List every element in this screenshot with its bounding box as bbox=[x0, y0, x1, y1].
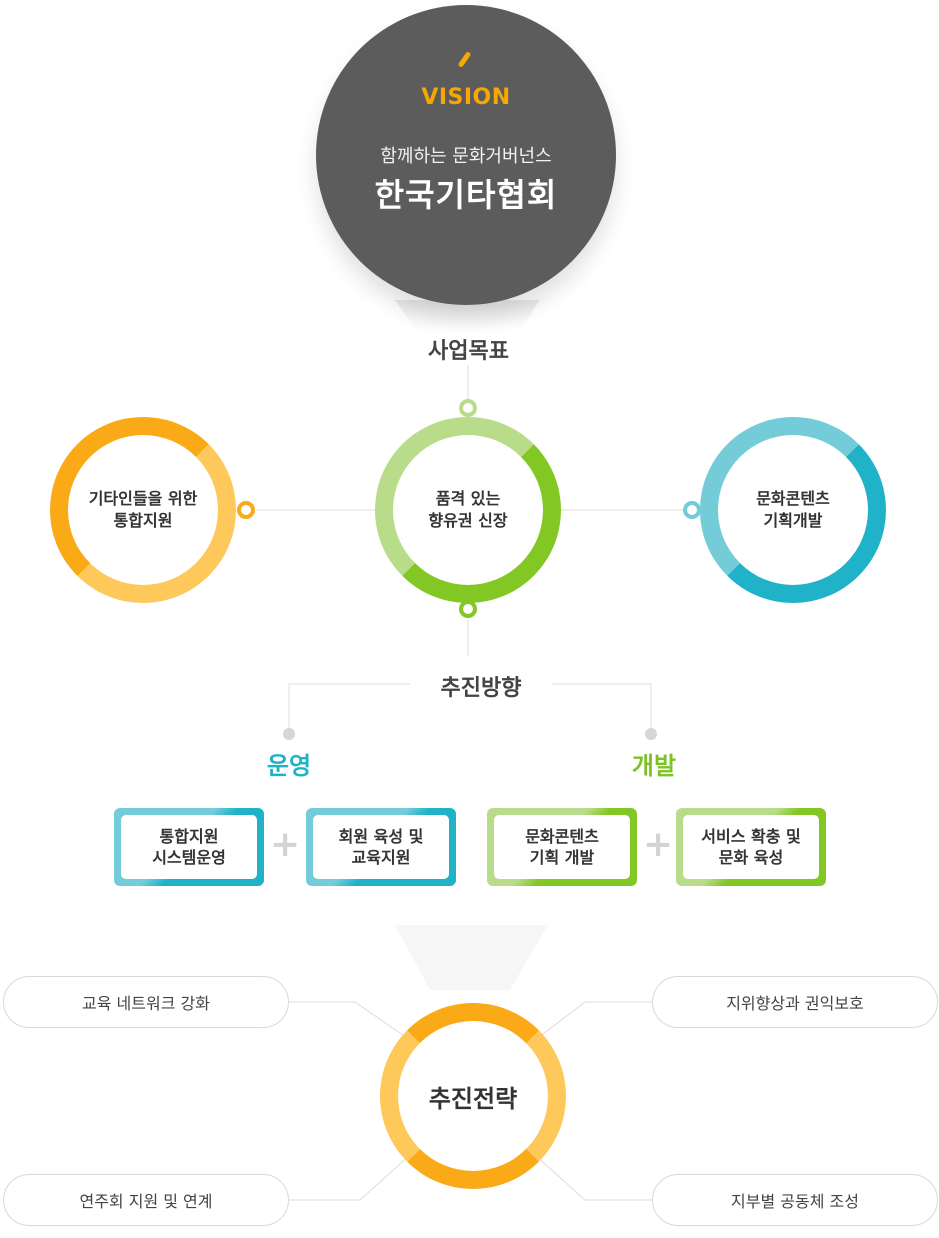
direction-dot-right bbox=[645, 728, 657, 740]
direction-label-development: 개발 bbox=[631, 752, 677, 780]
strategy-line-top-right bbox=[534, 1001, 652, 1041]
strategy-item-branch-community: 지부별 공동체 조성 bbox=[652, 1174, 938, 1226]
vision-title: 한국기타협회 bbox=[374, 176, 558, 214]
strategy-item-status-rights: 지위향상과 권익보호 bbox=[652, 976, 938, 1028]
plus-icon-operation: + bbox=[270, 824, 301, 865]
directions-heading: 추진방향 bbox=[410, 670, 552, 702]
direction-box-content-planning: 문화콘텐츠 기획 개발 bbox=[487, 808, 637, 886]
vision-shadow-cone bbox=[395, 300, 540, 330]
direction-box-service-expansion: 서비스 확충 및 문화 육성 bbox=[676, 808, 826, 886]
direction-right-bracket bbox=[528, 683, 652, 730]
direction-label-operation: 운영 bbox=[266, 752, 312, 780]
goal-knob-bottom bbox=[459, 600, 477, 618]
vision-label: VISION bbox=[421, 85, 511, 110]
strategy-shadow-cone bbox=[395, 925, 548, 990]
direction-box-content-planning-text: 문화콘텐츠 기획 개발 bbox=[494, 815, 630, 879]
direction-box-member-education-text: 회원 육성 및 교육지원 bbox=[313, 815, 449, 879]
goal-knob-content bbox=[683, 501, 701, 519]
direction-left-bracket bbox=[288, 683, 410, 730]
goal-circle-content: 문화콘텐츠 기획개발 bbox=[700, 417, 886, 603]
strategy-title: 추진전략 bbox=[398, 1021, 548, 1171]
goal-circle-culture-rights: 품격 있는 향유권 신장 bbox=[375, 417, 561, 603]
direction-box-member-education: 회원 육성 및 교육지원 bbox=[306, 808, 456, 886]
direction-box-integrated-system-text: 통합지원 시스템운영 bbox=[121, 815, 257, 879]
strategy-line-bottom-right bbox=[534, 1154, 652, 1201]
goal-circle-support-text: 기타인들을 위한 통합지원 bbox=[68, 435, 218, 585]
goal-circle-content-text: 문화콘텐츠 기획개발 bbox=[718, 435, 868, 585]
strategy-item-education-network: 교육 네트워크 강화 bbox=[3, 976, 289, 1028]
strategy-line-top-left bbox=[288, 1001, 411, 1041]
vision-accent-mark bbox=[457, 51, 472, 68]
direction-box-integrated-system: 통합지원 시스템운영 bbox=[114, 808, 264, 886]
goal-knob-support bbox=[237, 501, 255, 519]
vision-subtitle: 함께하는 문화거버넌스 bbox=[380, 146, 552, 167]
goal-knob-top bbox=[459, 399, 477, 417]
goals-heading: 사업목표 bbox=[404, 333, 533, 365]
goal-circle-culture-rights-text: 품격 있는 향유권 신장 bbox=[393, 435, 543, 585]
strategy-circle: 추진전략 bbox=[380, 1003, 566, 1189]
strategy-line-bottom-left bbox=[288, 1154, 411, 1201]
vision-circle: VISION 함께하는 문화거버넌스 한국기타협회 bbox=[316, 5, 616, 305]
direction-dot-left bbox=[283, 728, 295, 740]
strategy-item-concert-support: 연주회 지원 및 연계 bbox=[3, 1174, 289, 1226]
direction-box-service-expansion-text: 서비스 확충 및 문화 육성 bbox=[683, 815, 819, 879]
goal-circle-support: 기타인들을 위한 통합지원 bbox=[50, 417, 236, 603]
plus-icon-development: + bbox=[643, 824, 674, 865]
